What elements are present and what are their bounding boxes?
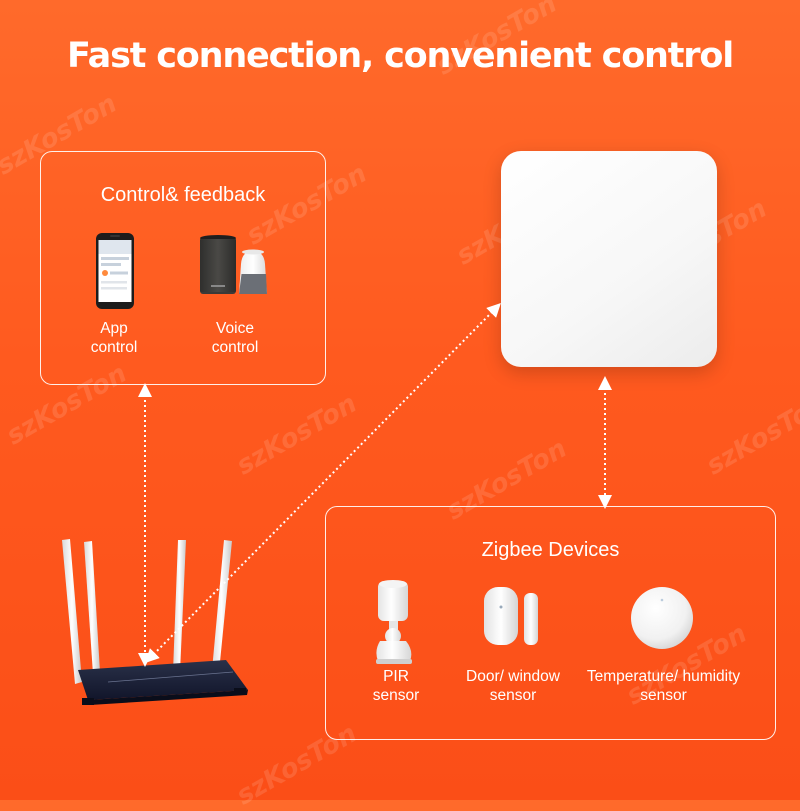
temperature-humidity-sensor-icon bbox=[631, 587, 693, 649]
smart-speaker-icon bbox=[200, 235, 267, 294]
temperature-humidity-sensor-label: Temperature/ humidity sensor bbox=[586, 668, 741, 704]
control-feedback-panel: Control& feedback App contr bbox=[40, 151, 326, 385]
smartphone-icon bbox=[96, 233, 134, 309]
panel-heading: Control& feedback bbox=[100, 184, 266, 206]
door-window-sensor-label: Door/ window sensor bbox=[466, 668, 560, 704]
page-title: Fast connection, convenient control bbox=[67, 36, 734, 76]
pir-sensor-label: PIR sensor bbox=[372, 668, 420, 704]
link-router-hub bbox=[145, 303, 501, 663]
zigbee-hub-icon bbox=[501, 151, 717, 367]
app-control-label: App control bbox=[90, 320, 138, 356]
panel-heading: Zigbee Devices bbox=[481, 539, 620, 561]
